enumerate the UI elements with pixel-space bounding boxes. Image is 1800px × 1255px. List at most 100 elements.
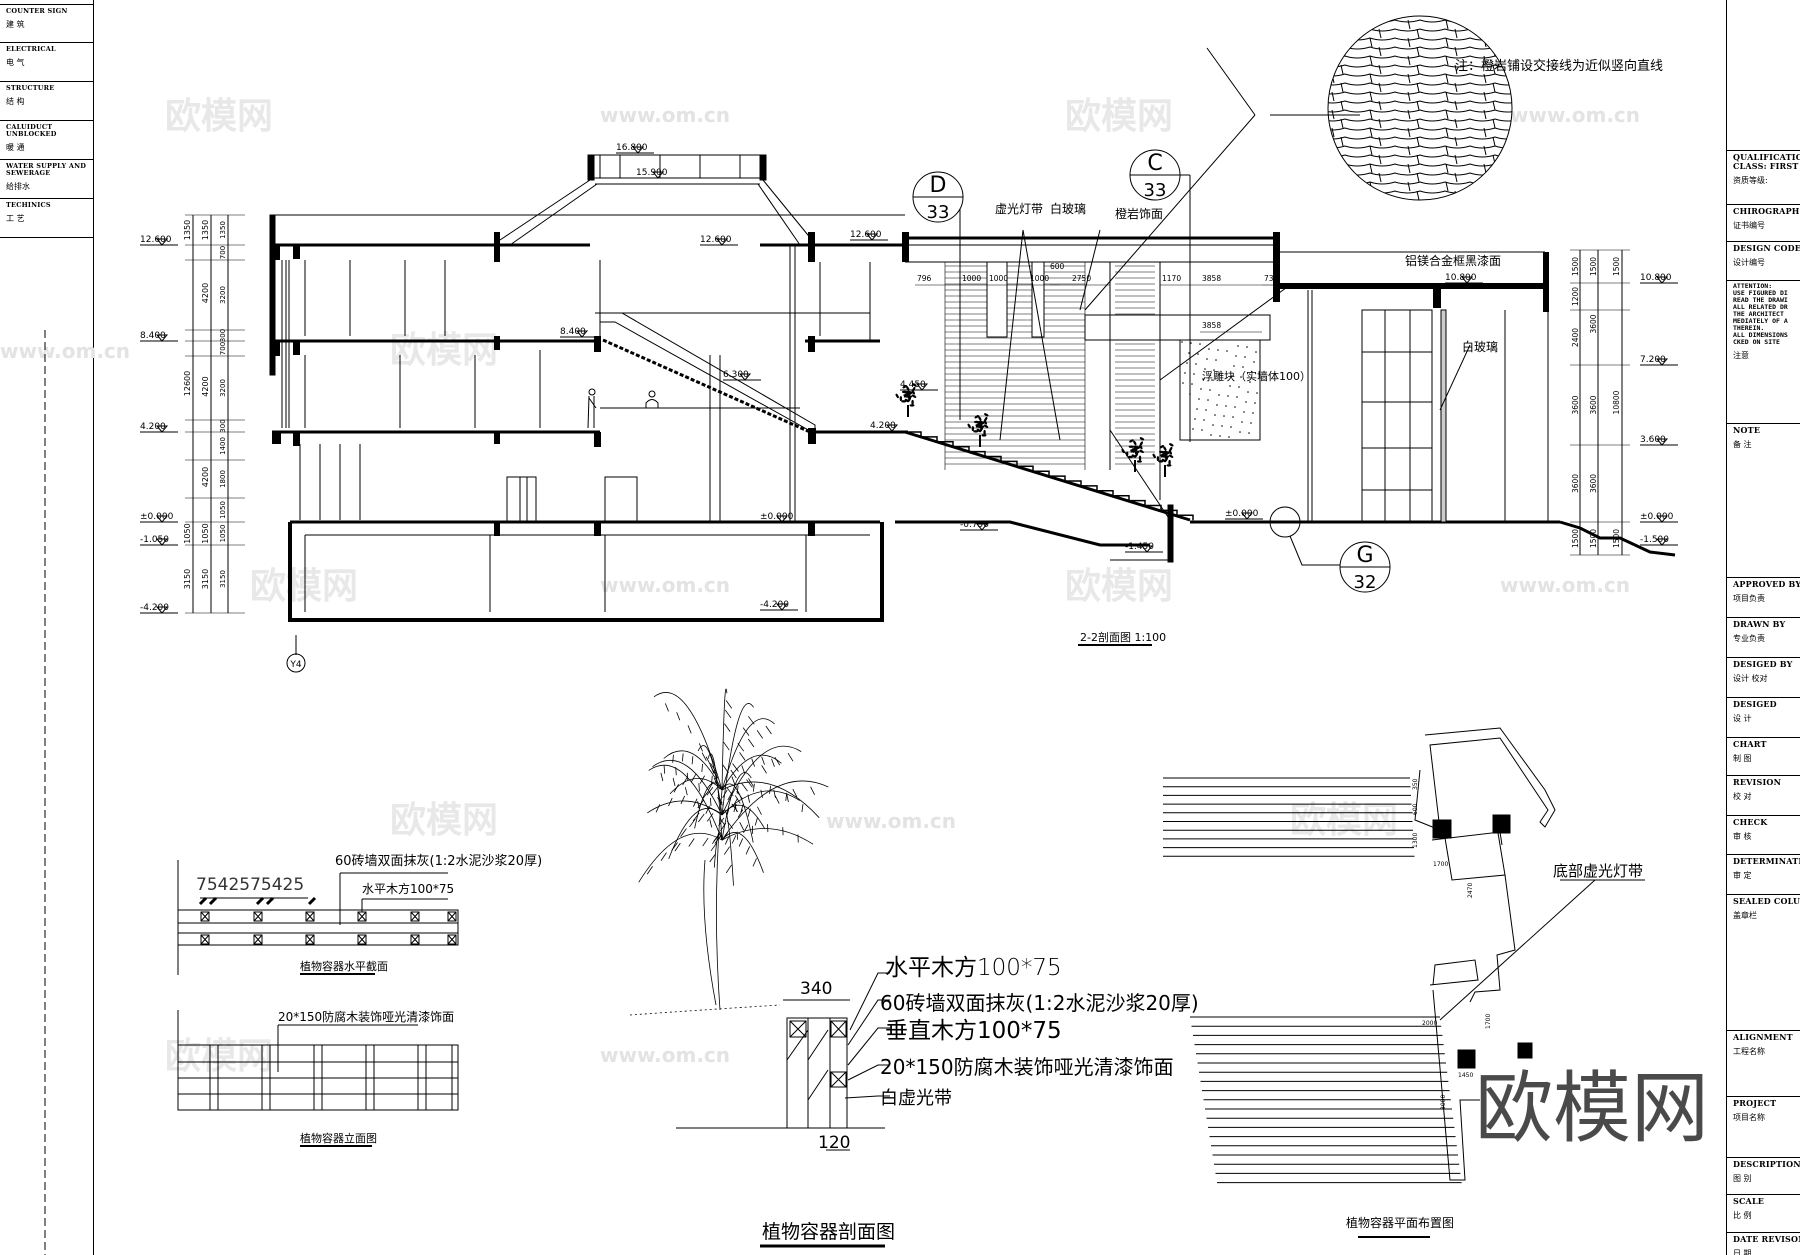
level-marker-icon [140,238,178,246]
tree-foliage [899,396,903,402]
tree-foliage [967,423,971,429]
palm-leaflet [712,769,719,779]
tree-foliage [1152,453,1156,459]
callout-G-32[interactable]: G 32 [1339,541,1391,593]
callout-letter: D [930,173,947,198]
tree-foliage [1130,448,1134,453]
tree-foliage [984,413,989,417]
cell-label-cn: 图 别 [1733,1174,1752,1183]
tree-foliage [909,404,915,407]
row-label-en: COUNTER SIGN [6,7,68,15]
stone-vein [1328,181,1512,185]
cell-label-cn: 证书编号 [1733,221,1765,230]
plan-dimension-text: 1300 [1412,833,1419,848]
stone-vein [1328,163,1512,167]
tree-foliage [979,427,983,432]
dimension-text: 3200 [219,379,227,397]
level-marker-icon [760,603,798,611]
plan-dimension-text: 2470 [1467,883,1474,898]
stone-vein [1328,109,1512,113]
label-relief-block: 浮雕块（实墙体100） [1202,369,1311,383]
stone-joint [1407,199,1411,200]
stone-joint [1445,127,1449,138]
level-marker-icon [1225,512,1263,520]
dimension-text: 1400 [219,437,227,455]
row-label-en: WATER SUPPLY AND SEWERAGE [6,162,87,177]
palm-frond [648,764,723,841]
tree-foliage [983,424,989,428]
dimension-text: 3858 [1202,274,1221,283]
stone-texture-detail [1327,15,1513,201]
dimension-text: 1500 [1589,257,1598,276]
label-brick-wall: 60砖墙双面抹灰(1:2水泥沙浆20厚) [335,854,542,869]
stone-joint [1331,37,1335,48]
dimension-text: 12600 [183,371,192,396]
stone-joint [1331,145,1335,156]
palm-trunk [703,789,723,1011]
palm-leaflet [752,858,757,867]
tree-foliage [1136,445,1141,450]
planter-elevation-caption: 植物容器立面图 [300,1131,377,1145]
dimension-text: 10800 [1612,390,1621,414]
tree-foliage [1159,445,1165,449]
tree-foliage [1129,439,1134,443]
dimension-text: 736 [1264,274,1279,283]
palm-leaflet [660,772,664,782]
stone-joint [1416,136,1420,147]
level-marker-icon [140,425,178,433]
level-marker-icon [1640,438,1678,446]
level-label: 16.800 [616,143,648,153]
stone-joint [1340,46,1344,57]
dimension-text: 1350 [201,220,210,240]
stone-joint [1492,82,1496,93]
dimension-text: 3200 [219,286,227,304]
cell-label-cn: 项目负责 [1733,594,1765,603]
stone-joint [1416,100,1420,111]
watermark-logo: 欧模网 [1290,800,1398,841]
palm-leaflet [769,785,771,794]
stone-joint [1331,163,1335,174]
planter-section [676,972,890,1151]
level-label: -0.750 [960,520,989,530]
dimension-text: 1000 [1030,274,1049,283]
palm-leaflet [701,790,709,800]
cell-label-cn: 注意 [1733,351,1749,360]
stone-joint [1445,91,1449,102]
row-label-cn: 暖 通 [6,143,25,152]
dimension-text: 1000 [989,274,1008,283]
dimension-text: 2750 [1072,274,1091,283]
attention-cell: ATTENTION: USE FIGURED DI READ THE DRAWI… [1727,280,1800,423]
callout-C-33[interactable]: C 33 [1129,149,1181,201]
dimension-text: 1050 [219,525,227,543]
palm-leaflet [786,793,789,803]
palm-leaflet [701,752,707,761]
palm-leaflet [756,730,764,739]
dimension-text: 600 [1050,262,1065,271]
tree-foliage [1139,437,1145,441]
attention-text: ATTENTION: USE FIGURED DI READ THE DRAWI… [1733,282,1788,346]
palm-leaflet [673,784,679,793]
cell-label-en: DATE REVISON [1733,1234,1800,1244]
stone-joint [1331,181,1335,192]
palm-leaflet [774,756,781,766]
stone-joint [1340,172,1344,183]
stone-vein [1328,154,1512,158]
palm-frond [647,800,723,816]
cell-label-en: DESIGN CODE [1733,243,1800,253]
palm-leaflet [810,786,815,796]
palm-tree-drawing [629,688,829,1016]
callout-D-33[interactable]: D 33 [912,171,964,223]
stone-joint [1483,199,1487,200]
stone-joint [1369,199,1373,200]
palm-leaflet [741,765,746,774]
palm-leaflet [745,846,751,855]
stone-joint [1331,55,1335,66]
level-label: 3.600 [1640,435,1666,445]
dim-340: 340 [800,979,832,999]
tree-foliage [911,394,917,398]
planter-plan-caption: 植物容器平面布置图 [1346,1215,1454,1230]
palm-leaflet [720,822,727,832]
